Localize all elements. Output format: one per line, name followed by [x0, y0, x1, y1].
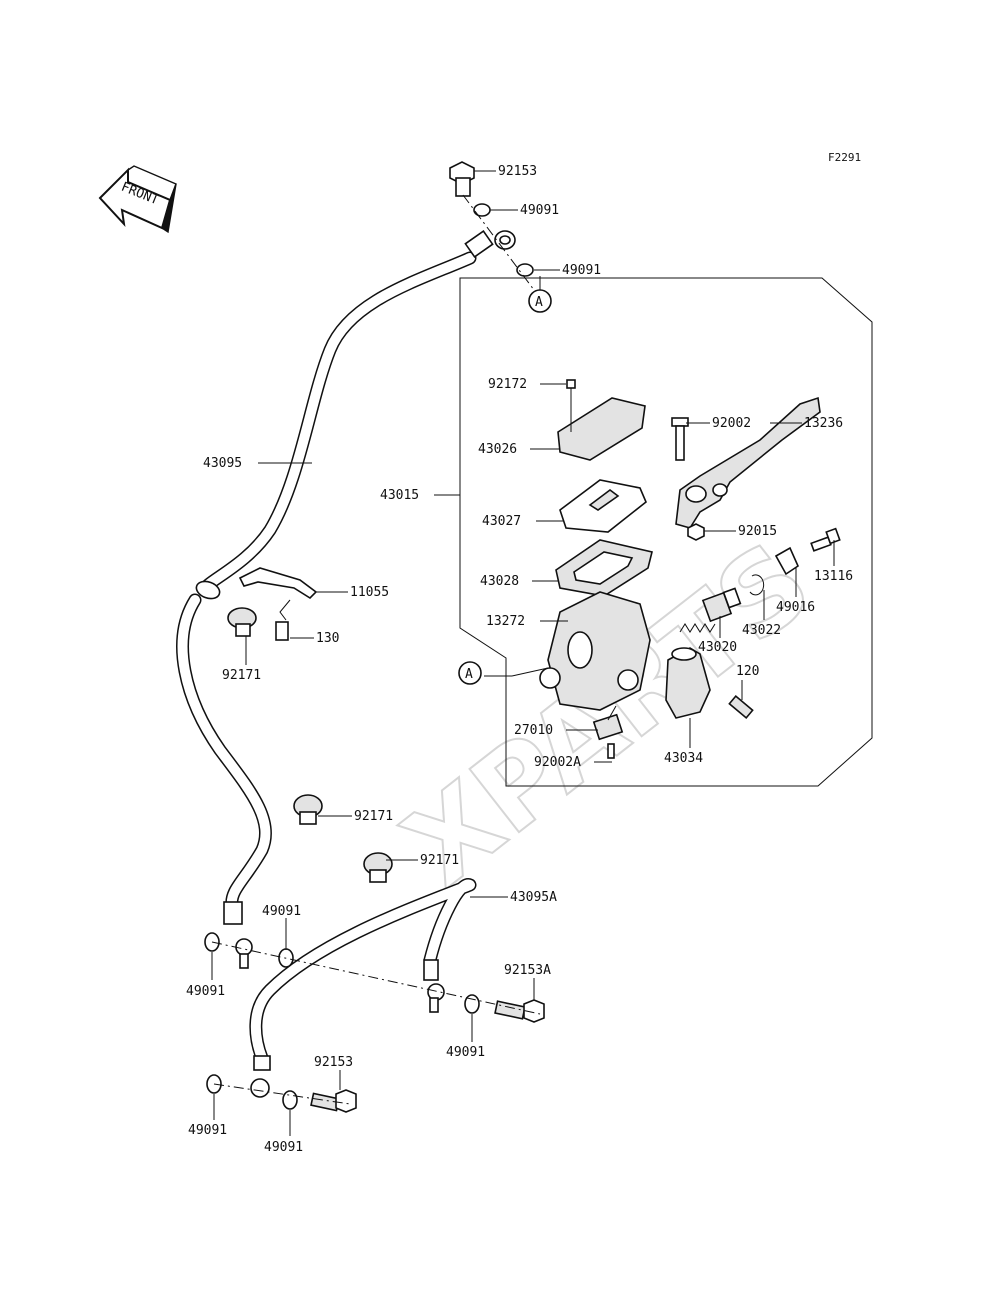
label-43022: 43022 — [742, 623, 781, 638]
front-direction-arrow: FRONT — [98, 165, 177, 234]
label-43020: 43020 — [698, 640, 737, 655]
figure-code: F2291 — [828, 151, 861, 164]
label-92015: 92015 — [738, 524, 777, 539]
label-92171-a: 92171 — [222, 668, 261, 683]
bracket-11055 — [238, 567, 318, 600]
master-cylinder-body — [539, 591, 651, 711]
circlip-43022 — [749, 574, 765, 596]
label-43026: 43026 — [478, 442, 517, 457]
brake-hose-43095 — [176, 230, 494, 969]
ref-marker-top: A — [528, 289, 552, 313]
label-49091-d: 49091 — [186, 984, 225, 999]
label-13116: 13116 — [814, 569, 853, 584]
label-92153-bot: 92153 — [314, 1055, 353, 1070]
leader-lines — [211, 170, 835, 1136]
label-43095: 43095 — [203, 456, 242, 471]
brake-switch-27010 — [592, 713, 624, 741]
label-92002A: 92002A — [534, 755, 581, 770]
label-49091-a: 49091 — [520, 203, 559, 218]
label-13236: 13236 — [804, 416, 843, 431]
lower-banjo-assemblies — [204, 932, 545, 1113]
bolt-92002 — [671, 417, 689, 461]
clamp-43034 — [665, 647, 711, 719]
ref-marker-top-label: A — [535, 295, 543, 310]
label-92171-b: 92171 — [354, 809, 393, 824]
bolt-130 — [275, 621, 289, 641]
label-49091-f: 49091 — [188, 1123, 227, 1138]
label-43027: 43027 — [482, 514, 521, 529]
label-120: 120 — [736, 664, 759, 679]
label-49091-g: 49091 — [264, 1140, 303, 1155]
label-49091-e: 49091 — [446, 1045, 485, 1060]
brake-hose-43095A — [249, 878, 477, 1098]
reservoir-cover-43026 — [557, 379, 646, 461]
piston-assembly-43020 — [679, 587, 742, 633]
nut-92015 — [687, 523, 705, 541]
top-banjo-assembly — [449, 161, 541, 299]
label-92171-c: 92171 — [420, 853, 459, 868]
label-92002: 92002 — [712, 416, 751, 431]
pivot-13116 — [810, 527, 841, 552]
label-13272: 13272 — [486, 614, 525, 629]
label-43028: 43028 — [480, 574, 519, 589]
label-43034: 43034 — [664, 751, 703, 766]
bolt-120 — [728, 694, 754, 720]
label-92153-top: 92153 — [498, 164, 537, 179]
label-92153A: 92153A — [504, 963, 551, 978]
label-43095A: 43095A — [510, 890, 557, 905]
label-11055: 11055 — [350, 585, 389, 600]
label-49091-b: 49091 — [562, 263, 601, 278]
label-27010: 27010 — [514, 723, 553, 738]
label-130: 130 — [316, 631, 339, 646]
label-92172: 92172 — [488, 377, 527, 392]
label-43015: 43015 — [380, 488, 419, 503]
ref-marker-box-label: A — [465, 667, 473, 682]
hose-clamp-92171-mid — [293, 794, 323, 825]
label-49091-c: 49091 — [262, 904, 301, 919]
boot-49016 — [774, 546, 800, 576]
hose-clamp-92171-low — [363, 852, 393, 883]
ref-marker-box: A — [458, 661, 482, 685]
part-labels: 92153 49091 49091 43095 43015 92172 4302… — [186, 164, 853, 1155]
label-49016: 49016 — [776, 600, 815, 615]
hose-clamp-92171-top — [227, 607, 257, 637]
